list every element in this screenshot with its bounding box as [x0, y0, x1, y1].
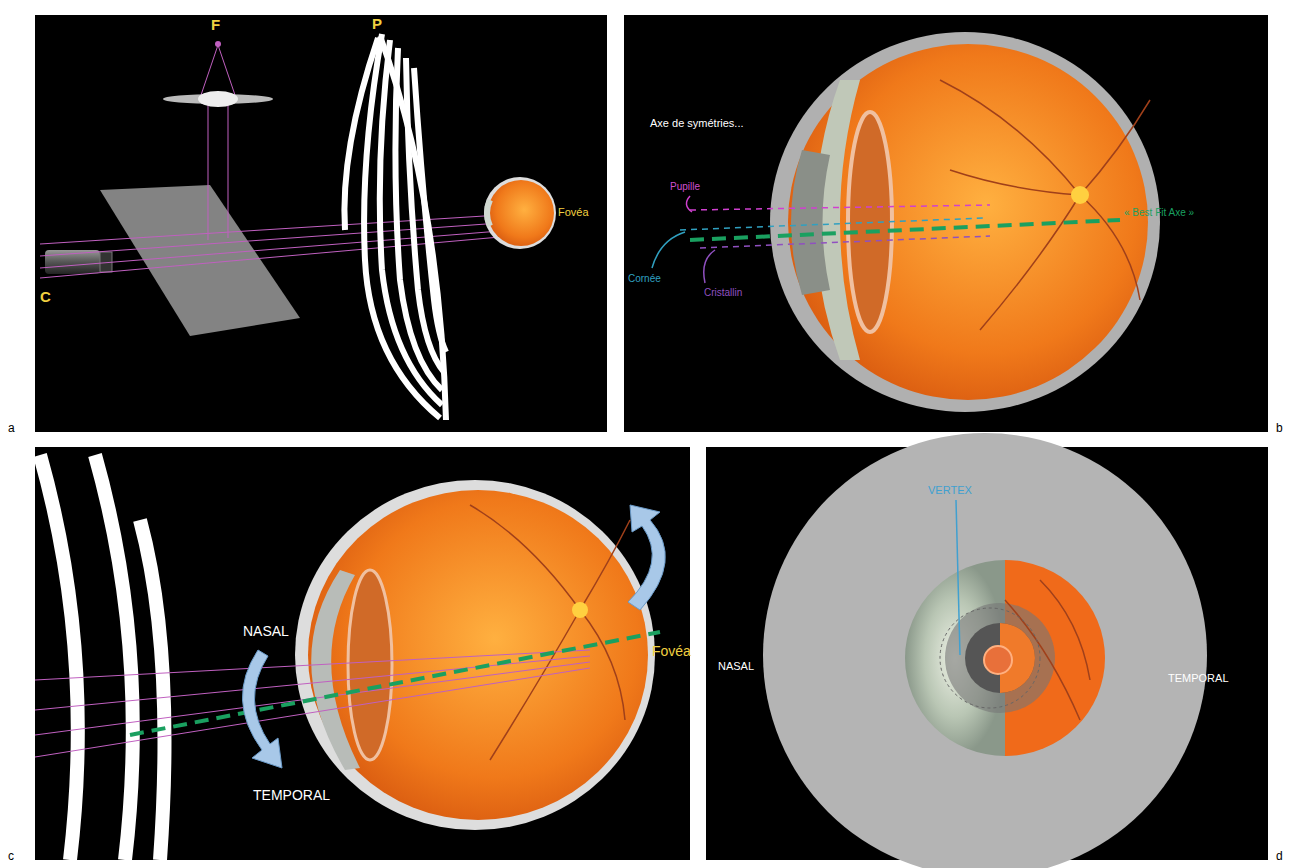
panel-letter: d	[1276, 850, 1283, 863]
part-label: Pupille	[670, 181, 700, 192]
part-label: Fovéa	[558, 206, 589, 218]
panel-letter: b	[1276, 422, 1283, 435]
part-label: Fovéa	[652, 644, 691, 659]
panel-letter-label: F	[211, 17, 220, 34]
panel-letter: c	[8, 850, 14, 863]
direction-label: TEMPORAL	[1168, 672, 1229, 684]
direction-label: TEMPORAL	[253, 788, 330, 803]
direction-label: NASAL	[243, 624, 289, 639]
part-label: Cristallin	[704, 287, 742, 298]
axis-label: « Best Fit Axe »	[1124, 207, 1194, 218]
panel-letter-label: C	[40, 289, 51, 306]
direction-label: NASAL	[718, 660, 754, 672]
panel-letter: a	[8, 422, 15, 435]
axis-title: Axe de symétries...	[650, 117, 744, 129]
part-label: VERTEX	[928, 484, 972, 496]
panel-letter-label: P	[372, 16, 382, 33]
part-label: Cornée	[628, 273, 661, 284]
